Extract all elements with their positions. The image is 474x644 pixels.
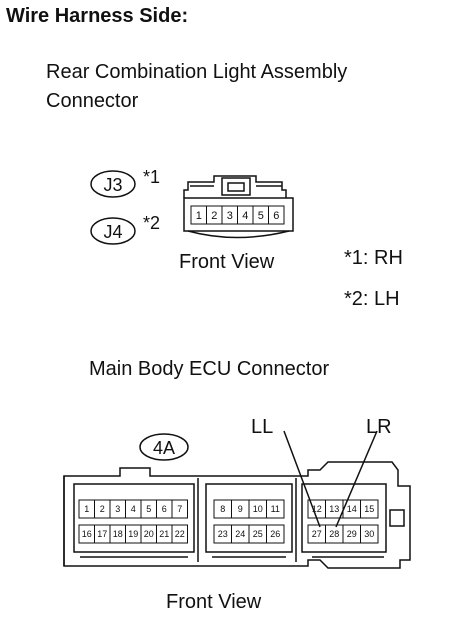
rear-light-front-view-label: Front View	[179, 251, 275, 273]
ecu-pin-cell-26	[266, 524, 285, 544]
ecu-pin-10: 10	[253, 504, 263, 514]
rear-light-title-line2: Connector	[46, 90, 139, 112]
ecu-pin-2: 2	[100, 504, 105, 514]
ecu-pin-24: 24	[235, 529, 245, 539]
ecu-pin-27: 27	[312, 529, 322, 539]
ecu-pin-30: 30	[364, 529, 374, 539]
rear-light-pin-5: 5	[258, 210, 264, 222]
rear-light-connector	[183, 175, 294, 239]
ecu-pin-26: 26	[270, 529, 280, 539]
ecu-pin-25: 25	[253, 529, 263, 539]
ecu-pin-22: 22	[175, 529, 185, 539]
rear-light-pin-3: 3	[227, 210, 233, 222]
ecu-pin-cell-11	[266, 499, 285, 519]
ecu-front-view-label: Front View	[166, 591, 262, 613]
ecu-pin-19: 19	[128, 529, 138, 539]
ecu-pin-12: 12	[312, 504, 322, 514]
ecu-pin-cell-7	[171, 499, 188, 519]
note-rh: *1: RH	[344, 247, 403, 269]
rear-light-pin-6: 6	[273, 210, 279, 222]
code-oval-4a	[139, 433, 189, 461]
ecu-connector	[63, 461, 411, 569]
ecu-pin-7: 7	[177, 504, 182, 514]
ecu-pin-6: 6	[162, 504, 167, 514]
note-lh: *2: LH	[344, 288, 400, 310]
code-j3-note: *1	[143, 167, 160, 187]
ecu-pin-4: 4	[131, 504, 136, 514]
ecu-pin-28: 28	[329, 529, 339, 539]
ecu-connector-title: Main Body ECU Connector	[89, 358, 330, 380]
ecu-pin-20: 20	[144, 529, 154, 539]
ecu-pin-13: 13	[329, 504, 339, 514]
code-oval-j4	[90, 217, 136, 245]
ecu-pin-18: 18	[113, 529, 123, 539]
lr-label: LR	[366, 416, 392, 438]
ecu-pin-11: 11	[271, 504, 280, 514]
ecu-pin-29: 29	[347, 529, 357, 539]
rear-light-pin-4: 4	[242, 210, 248, 222]
ecu-pin-9: 9	[238, 504, 243, 514]
rear-light-title-line1: Rear Combination Light Assembly	[46, 61, 348, 83]
ll-label: LL	[251, 416, 274, 438]
rear-light-pin-cell-6	[268, 205, 285, 225]
code-oval-j3	[90, 170, 136, 198]
page-heading: Wire Harness Side:	[6, 5, 189, 27]
rear-light-pin-2: 2	[211, 210, 217, 222]
ecu-pin-cell-15	[360, 499, 379, 519]
ecu-pin-21: 21	[159, 529, 169, 539]
ecu-pin-16: 16	[82, 529, 92, 539]
ecu-pin-cell-22	[171, 524, 188, 544]
ecu-pin-17: 17	[97, 529, 107, 539]
ecu-pin-8: 8	[220, 504, 225, 514]
code-j4: J4	[103, 222, 122, 242]
ecu-pin-cell-30	[360, 524, 379, 544]
ecu-pin-3: 3	[115, 504, 120, 514]
ecu-pin-15: 15	[364, 504, 374, 514]
ecu-pin-5: 5	[146, 504, 151, 514]
rear-light-connector-title: Rear Combination Light Assembly Connecto…	[46, 58, 347, 116]
ecu-pin-14: 14	[347, 504, 357, 514]
code-4a: 4A	[153, 438, 175, 458]
code-j4-note: *2	[143, 213, 160, 233]
ecu-pin-1: 1	[84, 504, 89, 514]
code-j3: J3	[103, 175, 122, 195]
ll-leader-line	[283, 430, 321, 528]
ecu-pin-23: 23	[218, 529, 228, 539]
lr-leader-line	[335, 430, 378, 528]
rear-light-pin-1: 1	[196, 210, 202, 222]
